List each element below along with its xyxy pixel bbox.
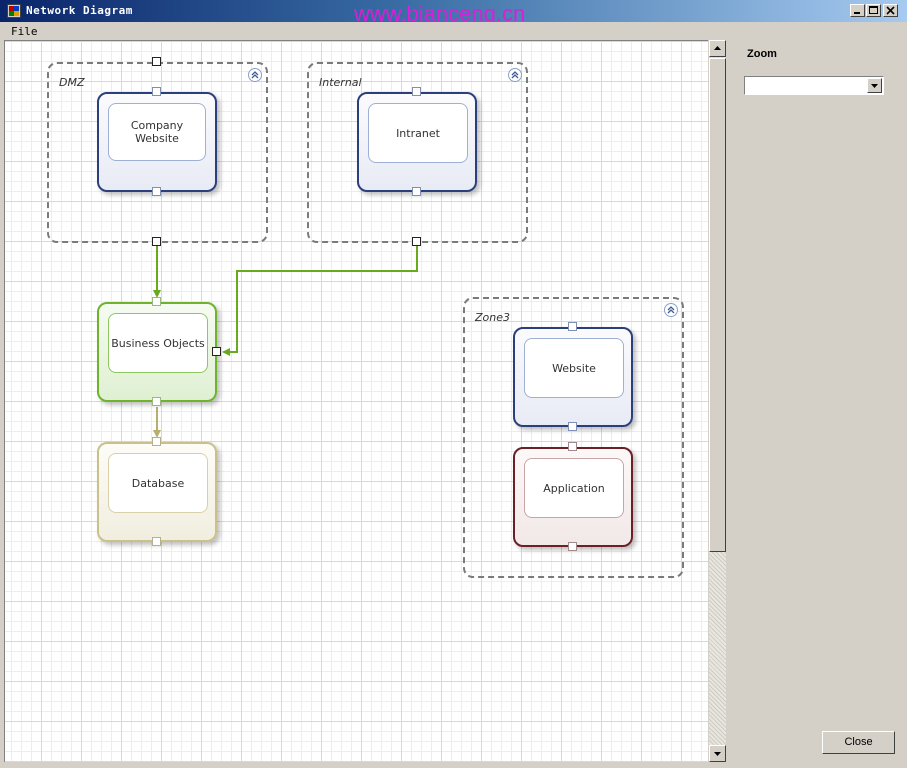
group-port[interactable] (152, 57, 161, 66)
group-label: DMZ (59, 76, 85, 89)
connector-internal-to-business-objects[interactable] (222, 246, 418, 356)
node-application[interactable]: Application (513, 447, 633, 547)
collapse-chevron-icon[interactable] (664, 303, 678, 317)
node-port[interactable] (152, 297, 161, 306)
group-port[interactable] (152, 237, 161, 246)
group-label: Zone3 (475, 311, 511, 324)
node-port[interactable] (568, 542, 577, 551)
node-port[interactable] (152, 87, 161, 96)
scroll-up-button[interactable] (709, 40, 726, 57)
node-port[interactable] (568, 322, 577, 331)
node-port[interactable] (412, 187, 421, 196)
node-label: Intranet (368, 103, 468, 163)
diagram-canvas[interactable]: DMZ Internal Zone3 Co (4, 40, 708, 762)
arrow-down-icon (714, 752, 721, 756)
node-port[interactable] (152, 437, 161, 446)
node-port[interactable] (152, 397, 161, 406)
menu-file[interactable]: File (11, 25, 38, 38)
zoom-label: Zoom (747, 48, 777, 60)
node-label: Company Website (108, 103, 206, 161)
node-port[interactable] (212, 347, 221, 356)
node-label: Database (108, 453, 208, 513)
chevron-down-icon (871, 84, 878, 88)
window-title: Network Diagram (26, 4, 133, 17)
scroll-thumb[interactable] (709, 58, 726, 552)
collapse-chevron-icon[interactable] (248, 68, 262, 82)
minimize-icon (854, 12, 860, 14)
node-port[interactable] (412, 87, 421, 96)
collapse-chevron-icon[interactable] (508, 68, 522, 82)
node-port[interactable] (152, 187, 161, 196)
zoom-dropdown[interactable] (744, 76, 884, 95)
group-zone3[interactable]: Zone3 (463, 297, 684, 578)
node-label: Application (524, 458, 624, 518)
scroll-down-button[interactable] (709, 745, 726, 762)
node-port[interactable] (152, 537, 161, 546)
dropdown-button[interactable] (867, 78, 882, 93)
group-port[interactable] (412, 237, 421, 246)
maximize-icon (869, 6, 878, 14)
close-icon (886, 6, 895, 15)
node-business-objects[interactable]: Business Objects (97, 302, 217, 402)
node-port[interactable] (568, 422, 577, 431)
close-window-button[interactable] (883, 4, 898, 17)
arrow-up-icon (714, 46, 721, 50)
title-bar[interactable]: Network Diagram www.bianceng.cn (0, 0, 907, 26)
node-label: Business Objects (108, 313, 208, 373)
node-port[interactable] (568, 442, 577, 451)
node-company-website[interactable]: Company Website (97, 92, 217, 192)
menu-bar: File (0, 22, 907, 40)
vertical-scrollbar[interactable] (709, 40, 726, 762)
node-intranet[interactable]: Intranet (357, 92, 477, 192)
node-website[interactable]: Website (513, 327, 633, 427)
minimize-button[interactable] (850, 4, 865, 17)
close-button[interactable]: Close (822, 731, 895, 754)
group-label: Internal (319, 76, 362, 89)
node-label: Website (524, 338, 624, 398)
watermark: www.bianceng.cn (354, 1, 526, 26)
connectors (153, 246, 418, 438)
node-database[interactable]: Database (97, 442, 217, 542)
maximize-button[interactable] (866, 4, 881, 17)
app-icon[interactable] (7, 4, 21, 18)
